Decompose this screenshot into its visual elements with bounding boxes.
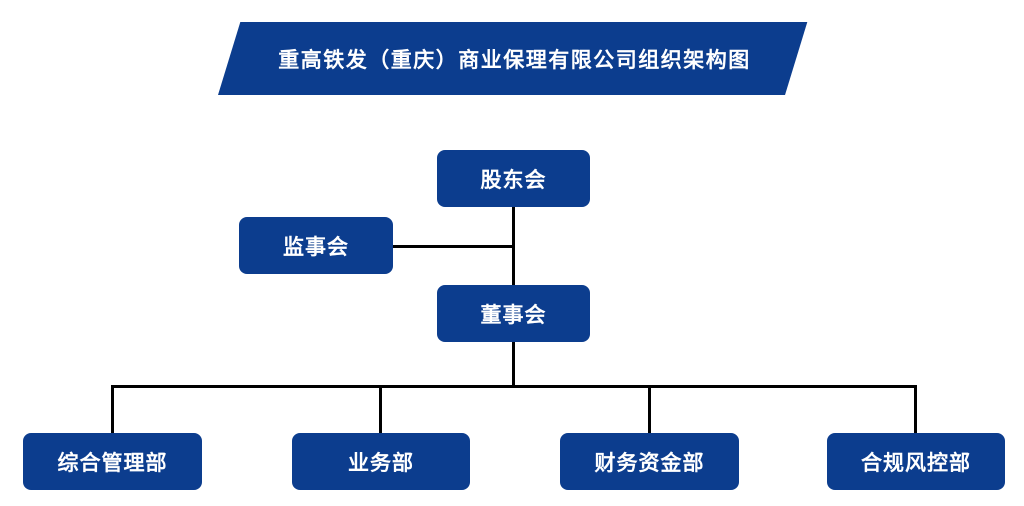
node-board-of-directors: 董事会 (437, 285, 590, 342)
node-board-label: 董事会 (480, 303, 547, 327)
node-dept-business: 业务部 (292, 433, 470, 490)
connector-drop-general (111, 385, 114, 433)
chart-title: 重高铁发（重庆）商业保理有限公司组织架构图 (278, 48, 751, 72)
connector-drop-compliance (914, 385, 917, 433)
node-dept-finance-treasury: 财务资金部 (560, 433, 739, 490)
connector-supervisory (393, 245, 514, 248)
node-shareholders-label: 股东会 (480, 168, 547, 192)
node-supervisory-board: 监事会 (239, 217, 393, 274)
connector-horizontal-bus (111, 385, 917, 388)
node-dept-general-label: 综合管理部 (57, 451, 168, 475)
connector-drop-business (379, 385, 382, 433)
node-shareholders: 股东会 (437, 150, 590, 207)
node-dept-general-management: 综合管理部 (23, 433, 202, 490)
node-dept-business-label: 业务部 (348, 451, 414, 475)
node-dept-finance-label: 财务资金部 (594, 451, 705, 475)
node-supervisory-label: 监事会 (283, 235, 349, 259)
connector-drop-finance (648, 385, 651, 433)
connector-board-to-bus (512, 342, 515, 388)
node-dept-compliance-risk: 合规风控部 (827, 433, 1005, 490)
title-banner: 重高铁发（重庆）商业保理有限公司组织架构图 (218, 22, 808, 95)
node-dept-compliance-label: 合规风控部 (861, 451, 971, 475)
